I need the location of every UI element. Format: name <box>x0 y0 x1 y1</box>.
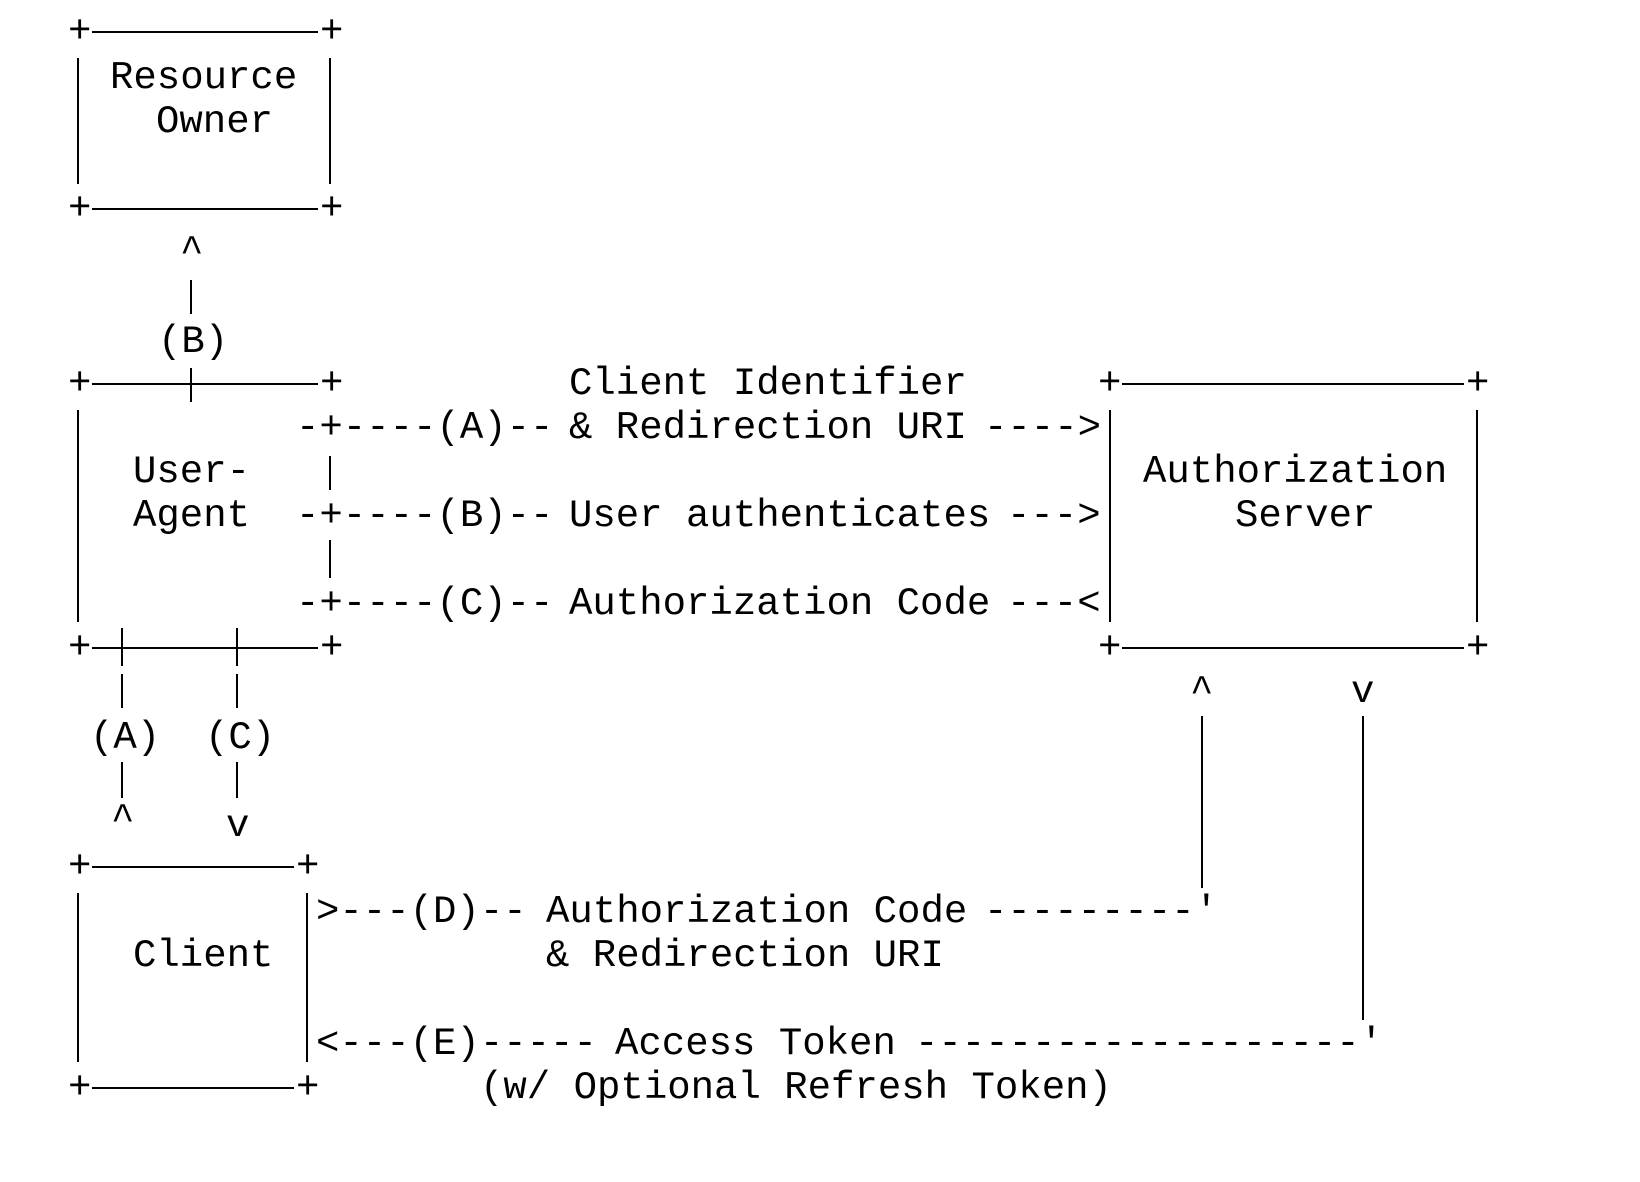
user-agent-label-line1: User- <box>133 450 250 494</box>
corner-plus: + <box>296 1066 319 1110</box>
arrowhead-down: v <box>1351 670 1374 714</box>
flow-e-label-line2: (w/ Optional Refresh Token) <box>480 1066 1112 1110</box>
flow-b-prefix: -+----(B)-- <box>296 494 553 538</box>
flow-c-prefix: -+----(C)-- <box>296 582 553 626</box>
flow-e-label-line1: Access Token <box>615 1022 896 1066</box>
corner-plus: + <box>296 845 319 889</box>
corner-plus: + <box>68 1066 91 1110</box>
flow-a-vertical-label: (A) <box>90 716 160 760</box>
flow-b-vertical-label: (B) <box>158 320 228 364</box>
flow-a-prefix: -+----(A)-- <box>296 406 553 450</box>
arrowhead-down: v <box>226 804 249 848</box>
flow-a-label-line2: & Redirection URI <box>569 406 967 450</box>
flow-d-tail: ---------' <box>984 890 1218 934</box>
corner-plus: + <box>68 626 91 670</box>
corner-plus: + <box>1098 362 1121 406</box>
arrowhead-up: ^ <box>180 230 203 274</box>
resource-owner-label-line2: Owner <box>156 100 273 144</box>
flow-e: v <---(E)----- Access Token ------------… <box>316 670 1383 1110</box>
user-agent-box: + + + + User- Agent <box>68 362 343 670</box>
corner-plus: + <box>1098 626 1121 670</box>
corner-plus: + <box>1466 626 1489 670</box>
corner-plus: + <box>68 845 91 889</box>
resource-owner-box: + + + + Resource Owner <box>68 10 343 231</box>
arrowhead-up: ^ <box>111 798 134 842</box>
user-agent-label-line2: Agent <box>133 494 250 538</box>
corner-plus: + <box>68 187 91 231</box>
flow-d-label-line2: & Redirection URI <box>546 934 944 978</box>
flow-a-vertical-connector: (A) ^ <box>90 674 160 842</box>
flow-c-vertical-label: (C) <box>205 716 275 760</box>
flow-b-arrow: ---> <box>1007 494 1101 538</box>
authorization-server-label-line2: Server <box>1235 494 1375 538</box>
flow-a-label-line1: Client Identifier <box>569 362 967 406</box>
flow-d: ^ >---(D)-- Authorization Code ---------… <box>316 670 1218 978</box>
arrowhead-up: ^ <box>1190 670 1213 714</box>
corner-plus: + <box>1466 362 1489 406</box>
authorization-server-box: + + + + Authorization Server <box>1098 362 1489 670</box>
flow-b-label: User authenticates <box>569 494 990 538</box>
flow-c-arrow: ---< <box>1007 582 1101 626</box>
flow-b-horizontal: -+----(B)-- User authenticates ---> <box>296 494 1101 538</box>
flow-e-prefix: <---(E)----- <box>316 1022 597 1066</box>
corner-plus: + <box>320 362 343 406</box>
corner-plus: + <box>68 10 91 54</box>
flow-e-tail: -------------------' <box>915 1022 1383 1066</box>
flow-c-label: Authorization Code <box>569 582 990 626</box>
corner-plus: + <box>68 362 91 406</box>
flow-c-horizontal: -+----(C)-- Authorization Code ---< <box>296 582 1101 626</box>
flow-c-vertical-connector: (C) v <box>205 674 275 848</box>
authorization-server-label-line1: Authorization <box>1143 450 1447 494</box>
flow-d-prefix: >---(D)-- <box>316 890 527 934</box>
corner-plus: + <box>320 187 343 231</box>
flow-d-label-line1: Authorization Code <box>546 890 967 934</box>
flow-a-arrow: ----> <box>984 406 1101 450</box>
corner-plus: + <box>320 626 343 670</box>
corner-plus: + <box>320 10 343 54</box>
client-box: + + + + Client <box>68 845 319 1110</box>
flow-a-horizontal: -+----(A)-- Client Identifier & Redirect… <box>296 362 1101 450</box>
resource-owner-label-line1: Resource <box>110 56 297 100</box>
client-label: Client <box>133 934 273 978</box>
flow-b-vertical-connector: ^ (B) <box>158 230 228 364</box>
